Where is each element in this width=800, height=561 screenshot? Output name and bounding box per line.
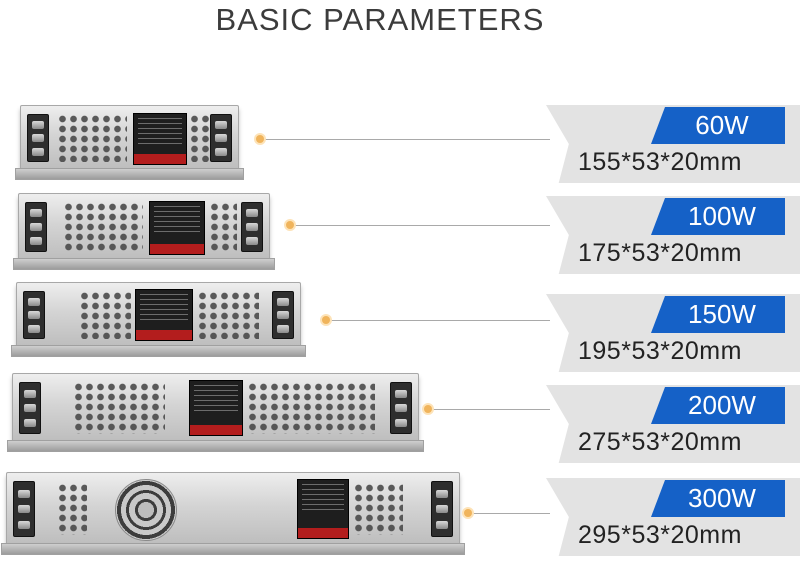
spec-banner: 150W 195*53*20mm: [546, 294, 800, 372]
power-supply-image: [13, 193, 275, 270]
power-rating: 300W: [688, 483, 756, 513]
power-rating: 60W: [695, 110, 749, 140]
power-supply-image: [11, 282, 306, 357]
power-rating: 200W: [688, 390, 756, 420]
spec-banner: 300W 295*53*20mm: [546, 478, 800, 556]
power-supply-image: [7, 373, 424, 452]
power-rating: 150W: [688, 299, 756, 329]
connector-dot: [464, 509, 472, 517]
connector-dot: [256, 135, 264, 143]
page-title: BASIC PARAMETERS: [215, 2, 545, 37]
connector-dot: [286, 221, 294, 229]
power-supply-image: [1, 472, 465, 555]
spec-banner: 200W 275*53*20mm: [546, 385, 800, 463]
dimensions-text: 195*53*20mm: [578, 337, 742, 365]
spec-banner: 60W 155*53*20mm: [546, 105, 800, 183]
dimensions-text: 175*53*20mm: [578, 239, 742, 267]
fan-icon: [115, 479, 177, 541]
dimensions-text: 155*53*20mm: [578, 148, 742, 176]
dimensions-text: 295*53*20mm: [578, 521, 742, 549]
dimensions-text: 275*53*20mm: [578, 428, 742, 456]
power-supply-image: [15, 105, 244, 180]
power-rating: 100W: [688, 201, 756, 231]
spec-banner: 100W 175*53*20mm: [546, 196, 800, 274]
connector-dot: [424, 405, 432, 413]
connector-dot: [322, 316, 330, 324]
